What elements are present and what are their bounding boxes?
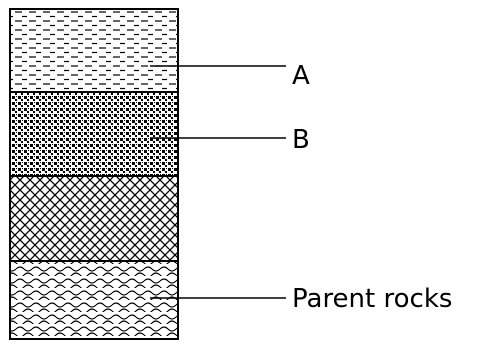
label-parent-rocks: Parent rocks [292, 284, 452, 314]
layer-c [10, 176, 178, 261]
layer-b [10, 92, 178, 176]
column-outline [9, 8, 179, 340]
layer-a [10, 9, 178, 92]
layer-parent-rocks [10, 261, 178, 339]
label-a: A [292, 61, 310, 91]
label-b: B [292, 125, 310, 155]
